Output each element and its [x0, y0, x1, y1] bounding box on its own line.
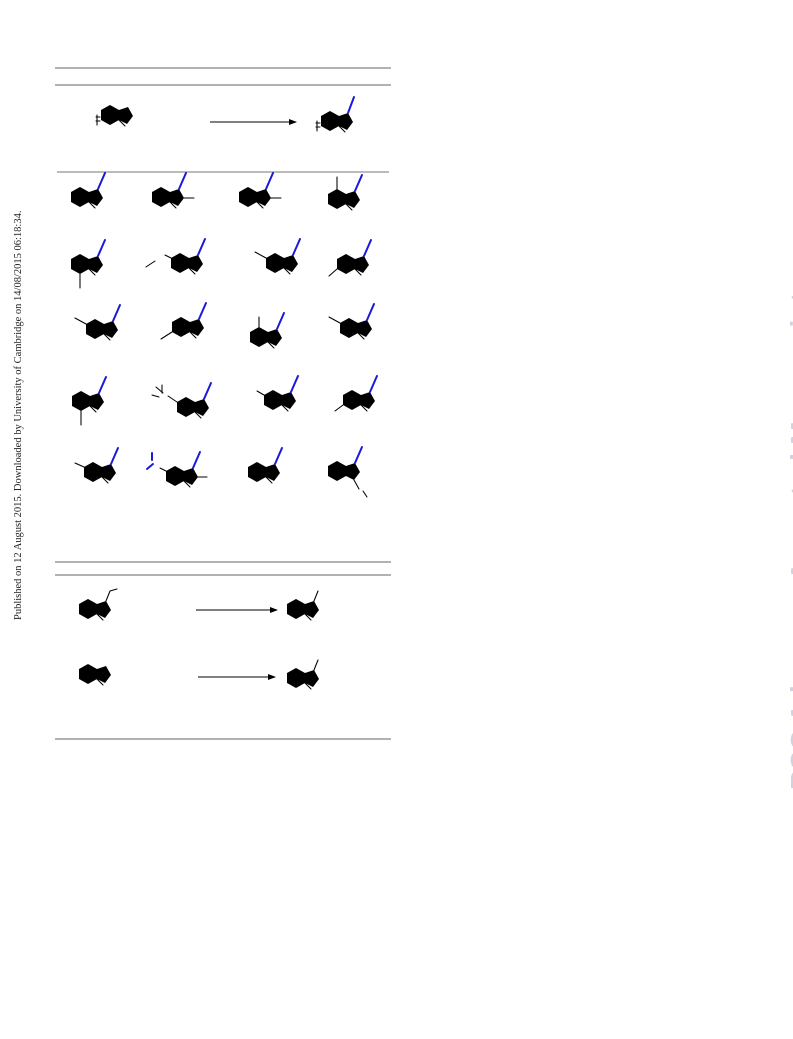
- product-core: [315, 96, 355, 133]
- product-6: [145, 238, 206, 275]
- product-16: [334, 375, 378, 412]
- product-13: [72, 376, 107, 426]
- product-10: [160, 302, 207, 340]
- starting-material: [95, 105, 133, 127]
- product-15: [256, 375, 299, 412]
- product-7: [254, 238, 301, 275]
- product-11: [250, 312, 285, 349]
- control-product-2: [287, 659, 319, 690]
- product-19: [248, 447, 283, 484]
- product-12: [328, 303, 375, 340]
- control-starting-material-2: [79, 664, 111, 686]
- product-9: [74, 304, 121, 341]
- product-14: [151, 382, 212, 419]
- product-2: [152, 172, 195, 209]
- product-8: [328, 239, 372, 277]
- product-5: [71, 239, 106, 289]
- product-1: [71, 172, 106, 209]
- product-4: [328, 174, 363, 211]
- product-18: [146, 451, 208, 488]
- control-product-1: [287, 590, 319, 621]
- product-17: [74, 447, 119, 484]
- control-starting-material-1: [79, 588, 118, 621]
- product-3: [239, 172, 282, 209]
- product-20: [328, 446, 368, 498]
